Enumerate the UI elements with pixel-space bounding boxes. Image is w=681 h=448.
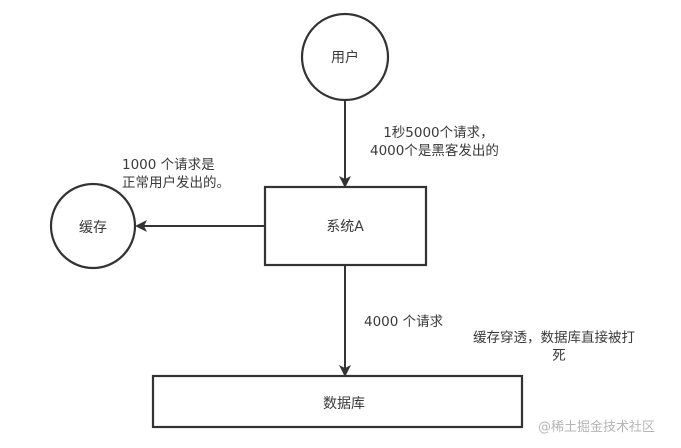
edge-label-line: 正常用户发出的。 — [122, 175, 230, 191]
system-a-node-label: 系统A — [326, 219, 364, 235]
cache-node-label: 缓存 — [79, 220, 107, 236]
annotation-line: 缓存穿透，数据库直接被打 — [473, 330, 635, 346]
edge-label-line: 1秒5000个请求， — [383, 125, 494, 141]
edge-label-line: 4000 个请求 — [364, 314, 444, 330]
cache-penetration-annotation: 缓存穿透，数据库直接被打 死 — [473, 329, 635, 365]
database-node — [151, 374, 524, 429]
system-a-node — [263, 185, 428, 267]
edge-label-line: 1000 个请求是 — [122, 157, 215, 173]
edge-label-system-a-to-cache: 1000 个请求是 正常用户发出的。 — [122, 156, 230, 192]
edge-label-system-a-to-database: 4000 个请求 — [364, 313, 443, 331]
database-node-label: 数据库 — [323, 396, 365, 412]
watermark: @稀土掘金技术社区 — [538, 420, 656, 435]
edge-label-user-to-system-a: 1秒5000个请求， 4000个是黑客发出的 — [370, 124, 499, 160]
user-node-label: 用户 — [331, 50, 359, 66]
edge-label-line: 4000个是黑客发出的 — [370, 143, 499, 159]
annotation-line: 死 — [552, 348, 566, 364]
